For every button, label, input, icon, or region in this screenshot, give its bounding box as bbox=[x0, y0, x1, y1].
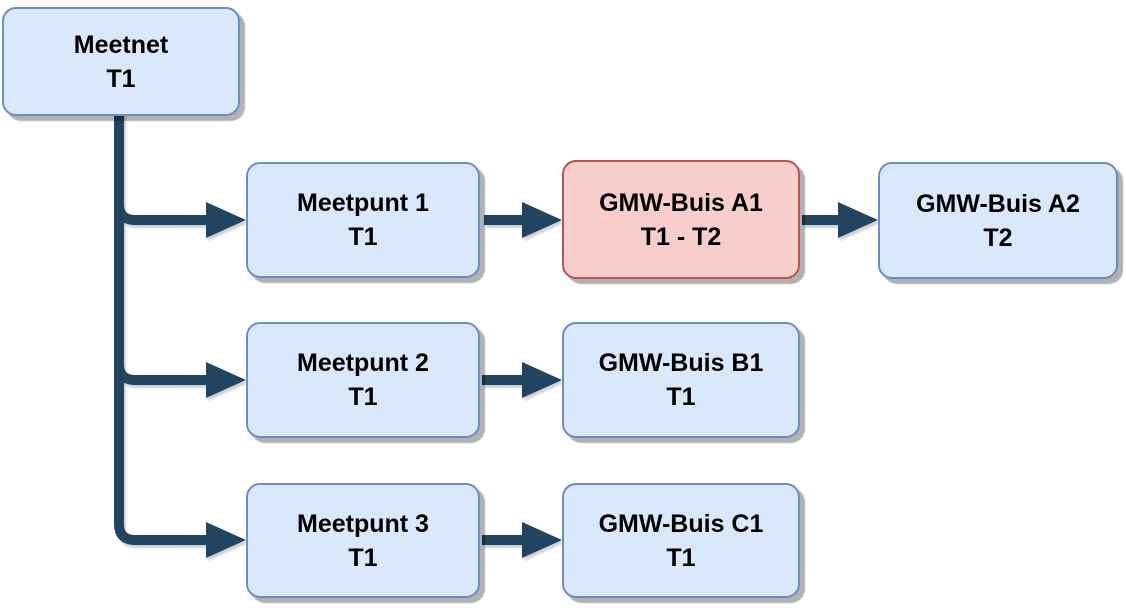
node-label-line1: GMW-Buis A1 bbox=[599, 188, 763, 217]
node-gmw-buis-c1: GMW-Buis C1 T1 bbox=[562, 483, 800, 598]
connector-meetnet-meetpunt2 bbox=[114, 200, 208, 385]
arrowhead-icon bbox=[206, 522, 246, 558]
node-gmw-buis-b1: GMW-Buis B1 T1 bbox=[562, 322, 800, 438]
node-label-line2: T2 bbox=[983, 223, 1013, 252]
arrowhead-icon bbox=[522, 362, 562, 398]
node-meetnet: Meetnet T1 bbox=[2, 7, 240, 116]
node-label-line2: T1 - T2 bbox=[640, 222, 722, 251]
connector-tree-lines bbox=[114, 110, 842, 545]
arrowhead-icon bbox=[522, 202, 562, 238]
node-label-line2: T1 bbox=[348, 383, 378, 411]
node-label-line1: Meetpunt 1 bbox=[297, 189, 429, 217]
node-label-line2: T1 bbox=[666, 383, 696, 411]
node-label-line2: T1 bbox=[106, 64, 136, 93]
connector-meetnet-meetpunt1 bbox=[114, 110, 208, 225]
connector-meetnet-meetpunt3 bbox=[114, 360, 208, 545]
node-gmw-buis-a1: GMW-Buis A1 T1 - T2 bbox=[562, 160, 800, 279]
node-label-line2: T1 bbox=[348, 543, 378, 572]
node-label-line1: GMW-Buis B1 bbox=[598, 349, 764, 377]
arrowheads bbox=[206, 202, 878, 558]
node-meetpunt-1: Meetpunt 1 T1 bbox=[246, 162, 480, 278]
node-label-line1: Meetnet bbox=[73, 30, 169, 59]
arrowhead-icon bbox=[522, 522, 562, 558]
arrowhead-icon bbox=[206, 362, 246, 398]
arrowhead-icon bbox=[838, 202, 878, 238]
node-label-line1: GMW-Buis A2 bbox=[916, 189, 1080, 218]
node-meetpunt-3: Meetpunt 3 T1 bbox=[246, 483, 480, 598]
node-label-line1: Meetpunt 2 bbox=[297, 349, 429, 377]
node-label-line1: GMW-Buis C1 bbox=[598, 509, 764, 538]
node-label-line1: Meetpunt 3 bbox=[297, 509, 429, 538]
node-gmw-buis-a2: GMW-Buis A2 T2 bbox=[878, 162, 1118, 279]
arrowhead-icon bbox=[206, 202, 246, 238]
node-meetpunt-2: Meetpunt 2 T1 bbox=[246, 322, 480, 438]
node-label-line2: T1 bbox=[666, 543, 696, 572]
node-label-line2: T1 bbox=[348, 223, 378, 251]
